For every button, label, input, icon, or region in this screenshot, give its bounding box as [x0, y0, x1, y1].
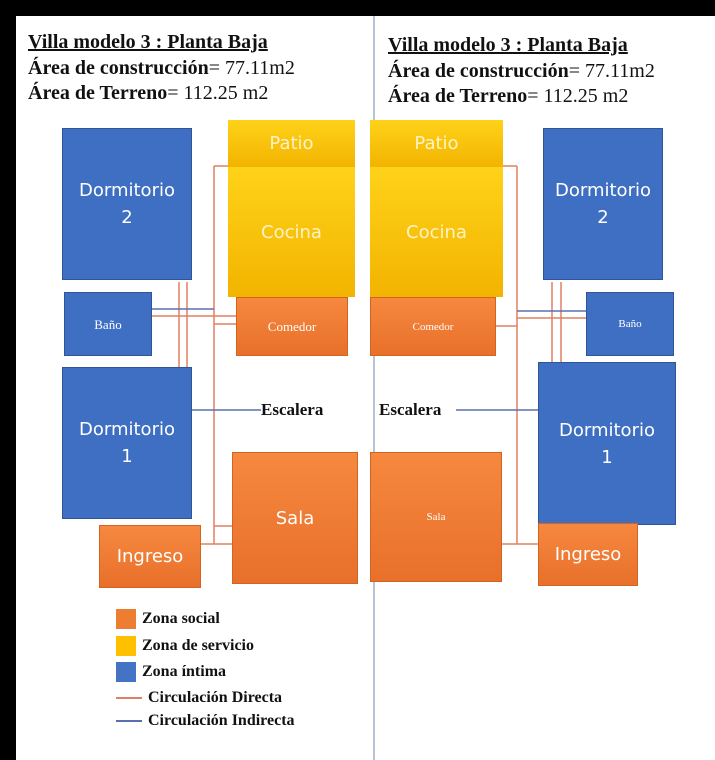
left-direct-circulation — [150, 165, 236, 545]
legend-zona-servicio: Zona de servicio — [116, 635, 254, 657]
indirecta-line-swatch — [116, 720, 142, 722]
zona-social-swatch — [116, 609, 136, 629]
left-room-patio: Patio — [228, 120, 355, 167]
legend-circulacion-directa: Circulación Directa — [116, 687, 282, 709]
plan-divider — [373, 16, 375, 760]
left-room-comedor: Comedor — [236, 297, 348, 356]
floor-plan-sheet: Villa modelo 3 : Planta Baja Área de con… — [16, 16, 715, 760]
legend-circulacion-indirecta: Circulación Indirecta — [116, 710, 295, 732]
right-room-comedor: Comedor — [370, 297, 496, 356]
left-indirect-circulation — [150, 308, 261, 411]
right-indirect-circulation — [456, 310, 586, 411]
legend-zona-intima: Zona íntima — [116, 661, 226, 683]
right-area-terreno: Área de Terreno= 112.25 m2 — [388, 85, 629, 107]
left-room-ingreso: Ingreso — [99, 525, 201, 588]
left-plan-title: Villa modelo 3 : Planta Baja — [28, 31, 268, 53]
left-room-dormitorio-2: Dormitorio 2 — [62, 128, 192, 280]
left-area-terreno: Área de Terreno= 112.25 m2 — [28, 82, 269, 104]
directa-line-swatch — [116, 697, 142, 699]
right-room-patio: Patio — [370, 120, 503, 167]
right-area-construccion: Área de construcción= 77.11m2 — [388, 60, 655, 82]
circulation-lines — [150, 165, 586, 545]
legend-zona-social: Zona social — [116, 608, 220, 630]
left-area-construccion: Área de construcción= 77.11m2 — [28, 57, 295, 79]
left-escalera-label: Escalera — [261, 400, 324, 419]
right-plan-title: Villa modelo 3 : Planta Baja — [388, 34, 628, 56]
right-room-bano: Baño — [586, 292, 674, 356]
right-escalera-label: Escalera — [379, 400, 442, 419]
zona-intima-swatch — [116, 662, 136, 682]
right-room-ingreso: Ingreso — [538, 523, 638, 586]
zona-servicio-swatch — [116, 636, 136, 656]
right-room-sala: Sala — [370, 452, 502, 582]
left-room-dormitorio-1: Dormitorio 1 — [62, 367, 192, 519]
right-room-cocina: Cocina — [370, 167, 503, 297]
left-room-cocina: Cocina — [228, 167, 355, 297]
right-room-dormitorio-2: Dormitorio 2 — [543, 128, 663, 280]
left-room-sala: Sala — [232, 452, 358, 584]
right-room-dormitorio-1: Dormitorio 1 — [538, 362, 676, 525]
left-room-bano: Baño — [64, 292, 152, 356]
right-direct-circulation — [496, 165, 586, 545]
